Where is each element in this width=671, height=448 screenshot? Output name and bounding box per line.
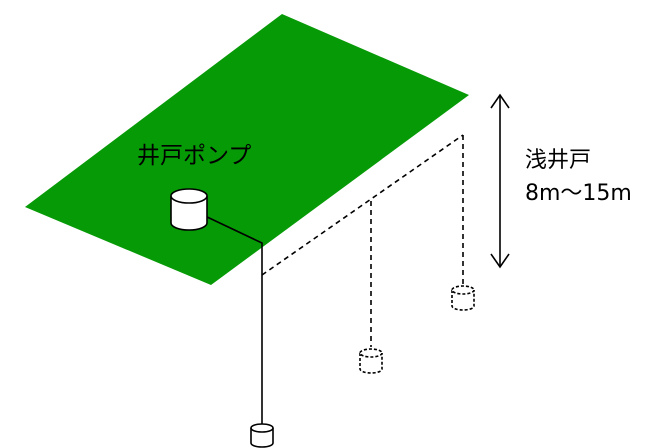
pump-label: 井戸ポンプ (137, 143, 252, 169)
underground-dashed-outline (261, 134, 464, 347)
well-endpoint-icon (359, 348, 383, 374)
pump-icon (170, 188, 208, 231)
ground-surface (25, 14, 469, 285)
pump-pipe (204, 215, 263, 424)
depth-arrow-icon (490, 93, 510, 269)
well-endpoint-icon (250, 423, 274, 448)
well-endpoint-icon (451, 285, 475, 311)
well-type-label: 浅井戸 (525, 148, 592, 173)
depth-range-label: 8m〜15m (525, 181, 632, 206)
